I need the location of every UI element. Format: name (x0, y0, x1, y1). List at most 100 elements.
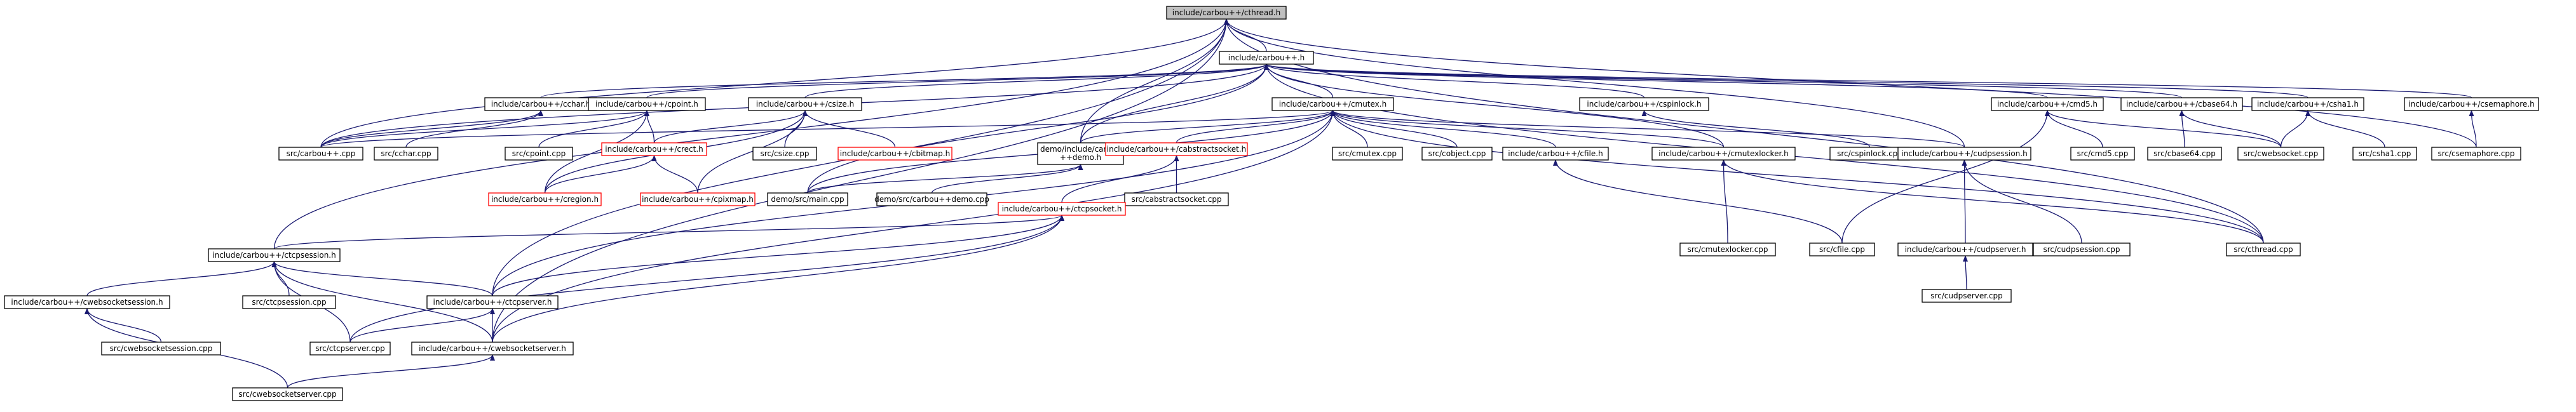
dependency-edge-cwebsocket_cpp-to-csha1_h (2280, 110, 2310, 148)
dependency-edge-carbou_cpp-to-cmutex_h (320, 110, 1336, 148)
node-cmutex-cpp[interactable]: src/cmutex.cpp (1332, 147, 1403, 161)
node-ctcpsession-h[interactable]: include/carbou++/ctcpsession.h (208, 248, 341, 262)
node-cwebsocketsession-h[interactable]: include/carbou++/cwebsocketsession.h (4, 295, 170, 309)
node-cwebsocketserver-h[interactable]: include/carbou++/cwebsocketserver.h (411, 342, 574, 356)
node-cudpsession-h[interactable]: include/carbou++/cudpsession.h (1897, 147, 2031, 161)
node-cfile-cpp[interactable]: src/cfile.cpp (1809, 243, 1875, 256)
node-box (1991, 97, 2104, 111)
node-label: include/carbou++/cmutexlocker.h (1658, 149, 1788, 158)
node-cmutex-h[interactable]: include/carbou++/cmutex.h (1271, 97, 1394, 111)
node-demo-cpp[interactable]: demo/src/carbou++demo.cpp (874, 192, 989, 206)
node-cthread-h[interactable]: include/carbou++/cthread.h (1166, 6, 1287, 20)
node-label: demo/src/carbou++demo.cpp (874, 195, 989, 204)
node-box (767, 192, 848, 206)
node-cspinlock-cpp[interactable]: src/cspinlock.cpp (1829, 147, 1910, 161)
dependency-edge-cmd5_h-to-carbou_h (1264, 63, 2048, 98)
node-label: include/carbou++/cregion.h (491, 195, 599, 204)
node-cabstractsocket-h[interactable]: include/carbou++/cabstractsocket.h (1105, 142, 1248, 156)
node-label: src/carbou++.cpp (287, 149, 356, 158)
node-box (411, 342, 574, 356)
node-cudpserver-h[interactable]: include/carbou++/cudpserver.h (1897, 243, 2033, 256)
node-cpoint-cpp[interactable]: src/cpoint.cpp (505, 147, 573, 161)
node-box (278, 147, 363, 161)
node-label: src/cbase64.cpp (2153, 149, 2216, 158)
node-label: include/carbou++/cchar.h (491, 100, 591, 109)
node-carbou-cpp[interactable]: src/carbou++.cpp (278, 147, 363, 161)
dependency-edge-cchar_h-to-carbou_h (540, 63, 1269, 98)
node-csemaphore-cpp[interactable]: src/csemaphore.cpp (2431, 147, 2521, 161)
node-csha1-cpp[interactable]: src/csha1.cpp (2352, 147, 2417, 161)
node-ctcpserver-h[interactable]: include/carbou++/ctcpserver.h (426, 295, 559, 309)
node-cchar-h[interactable]: include/carbou++/cchar.h (484, 97, 597, 111)
node-cmd5-h[interactable]: include/carbou++/cmd5.h (1991, 97, 2104, 111)
dependency-edge-cregion_h-to-crect_h (544, 155, 657, 194)
node-box (2431, 147, 2521, 161)
dependency-edge-ctcpserver_h-to-ctcpsession_h (271, 261, 493, 296)
node-cabstractsocket-cpp[interactable]: src/cabstractsocket.cpp (1124, 192, 1229, 206)
node-label: src/cmutexlocker.cpp (1687, 245, 1768, 254)
dependency-edge-cpoint_cpp-to-cpoint_h (538, 110, 649, 148)
node-label: include/carbou++/cbase64.h (2126, 100, 2237, 109)
node-box (1105, 142, 1248, 156)
node-demo-main-cpp[interactable]: demo/src/main.cpp (767, 192, 848, 206)
dependency-edge-ctcpsession_h-to-cthread_h (273, 18, 1229, 249)
node-ctcpsession-cpp[interactable]: src/ctcpsession.cpp (242, 295, 336, 309)
node-cbase64-h[interactable]: include/carbou++/cbase64.h (2120, 97, 2243, 111)
node-label: include/carbou++/csemaphore.h (2408, 100, 2534, 109)
dependency-edge-carbou_cpp-to-cthread_h (320, 18, 1229, 148)
dependency-edge-cudpsession_h-to-cthread_h (1224, 18, 1965, 148)
dependency-edge-carbou_h-to-cthread_h (1224, 18, 1267, 52)
dependency-edge-ctcpserver_cpp-to-ctcpsocket_h (349, 215, 1064, 343)
node-label: include/carbou++/cspinlock.h (1587, 100, 1701, 109)
node-box (1579, 97, 1709, 111)
node-ctcpserver-cpp[interactable]: src/ctcpserver.cpp (309, 342, 391, 356)
dependency-edge-cspinlock_h-to-carbou_h (1264, 63, 1645, 98)
node-label: include/carbou++/ctcpserver.h (433, 298, 552, 307)
node-cthread-cpp[interactable]: src/cthread.cpp (2226, 243, 2301, 256)
node-cwebsocket-cpp[interactable]: src/cwebsocket.cpp (2237, 147, 2324, 161)
node-ctcpsocket-h[interactable]: include/carbou++/ctcpsocket.h (998, 202, 1126, 216)
node-label: src/cudpserver.cpp (1930, 291, 2003, 300)
node-csize-cpp[interactable]: src/csize.cpp (752, 147, 817, 161)
dependency-edge-cthread_cpp-to-cmutexlocker_h (1721, 159, 2264, 244)
node-cobject-cpp[interactable]: src/cobject.cpp (1421, 147, 1493, 161)
node-cpoint-h[interactable]: include/carbou++/cpoint.h (588, 97, 706, 111)
node-box (640, 192, 756, 206)
node-csha1-h[interactable]: include/carbou++/csha1.h (2251, 97, 2364, 111)
node-box (601, 142, 707, 156)
node-cbitmap-h[interactable]: include/carbou++/cbitmap.h (837, 147, 952, 161)
node-cbase64-cpp[interactable]: src/cbase64.cpp (2147, 147, 2222, 161)
node-cspinlock-h[interactable]: include/carbou++/cspinlock.h (1579, 97, 1709, 111)
dependency-edge-cmutexlocker_h-to-cmutex_h (1330, 110, 1725, 148)
dependency-edge-cfile_h-to-cmutex_h (1330, 110, 1556, 148)
node-cmd5-cpp[interactable]: src/cmd5.cpp (2070, 147, 2135, 161)
node-label: include/carbou++/cwebsocketsession.h (11, 298, 163, 307)
node-label: src/cfile.cpp (1819, 245, 1865, 254)
node-box (1651, 147, 1796, 161)
node-cchar-cpp[interactable]: src/cchar.cpp (374, 147, 438, 161)
node-box (1421, 147, 1493, 161)
node-cfile-h[interactable]: include/carbou++/cfile.h (1502, 147, 1609, 161)
node-label: include/carbou++/csize.h (756, 100, 854, 109)
dependency-edge-carbou_cpp-to-cpoint_h (320, 110, 649, 148)
dependency-edge-cfile_cpp-to-cfile_h (1553, 159, 1843, 244)
node-cmutexlocker-cpp[interactable]: src/cmutexlocker.cpp (1679, 243, 1776, 256)
node-cudpsession-cpp[interactable]: src/cudpsession.cpp (2033, 243, 2131, 256)
node-crect-h[interactable]: include/carbou++/crect.h (601, 142, 707, 156)
node-cpixmap-h[interactable]: include/carbou++/cpixmap.h (640, 192, 756, 206)
node-carbou-h[interactable]: include/carbou++.h (1219, 51, 1314, 65)
node-cmutexlocker-h[interactable]: include/carbou++/cmutexlocker.h (1651, 147, 1796, 161)
node-cudpserver-cpp[interactable]: src/cudpserver.cpp (1922, 289, 2012, 303)
dependency-edge-cbase64_cpp-to-cbase64_h (2179, 110, 2185, 148)
node-label: src/csize.cpp (760, 149, 809, 158)
node-cwebsocketserver-cpp[interactable]: src/cwebsocketserver.cpp (232, 387, 343, 401)
node-box (101, 342, 221, 356)
node-cregion-h[interactable]: include/carbou++/cregion.h (488, 192, 602, 206)
node-box (2033, 243, 2131, 256)
node-csemaphore-h[interactable]: include/carbou++/csemaphore.h (2404, 97, 2539, 111)
node-label: src/cabstractsocket.cpp (1131, 195, 1221, 204)
node-box (1124, 192, 1229, 206)
node-csize-h[interactable]: include/carbou++/csize.h (748, 97, 862, 111)
node-cwebsocketsession-cpp[interactable]: src/cwebsocketsession.cpp (101, 342, 221, 356)
node-label: src/cwebsocket.cpp (2244, 149, 2318, 158)
